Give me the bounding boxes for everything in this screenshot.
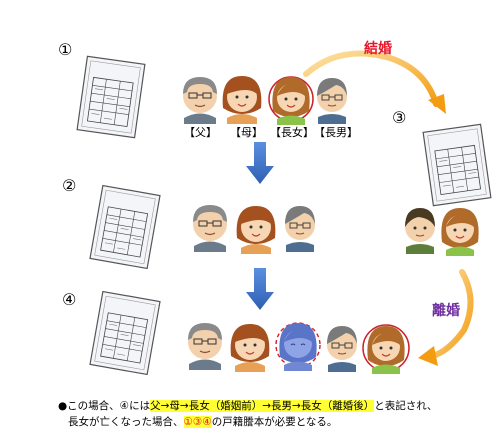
divorce-arrowhead-icon — [418, 346, 438, 366]
marriage-label: 結婚 — [364, 41, 392, 57]
marriage-arrowhead-icon — [428, 94, 446, 114]
koseki-document-4-icon — [89, 290, 161, 376]
eldest-daughter-icon — [271, 76, 311, 126]
arrow-down-1-icon — [246, 142, 274, 184]
father-row2-icon — [192, 204, 228, 253]
deceased-highlight — [275, 322, 321, 368]
eldest-daughter-before-marriage-icon — [278, 322, 318, 372]
marriage-arrow-icon — [303, 50, 439, 107]
step-4-number: ④ — [62, 290, 77, 309]
caption-sequence-highlight: 父→母→長女（婚姻前）→長男→長女（離婚後） — [150, 400, 375, 412]
husband-icon — [404, 207, 436, 255]
arrow-down-2-icon — [246, 268, 274, 310]
koseki-document-1-icon — [76, 55, 146, 139]
daughter-married-icon — [440, 207, 480, 257]
mother-icon — [222, 75, 262, 125]
label-eldest-daughter: 【長女】 — [270, 126, 314, 139]
caption: ●この場合、④には父→母→長女（婚姻前）→長男→長女（離婚後）と表記され、 長女… — [58, 398, 498, 430]
caption-line2-prefix: 長女が亡くなった場合、 — [68, 416, 184, 428]
divorce-label: 離婚 — [432, 303, 460, 319]
caption-line2-suffix: の戸籍謄本が必要となる。 — [211, 416, 338, 428]
caption-numbers-highlight: ①③④ — [183, 416, 212, 428]
koseki-document-3-icon — [422, 123, 492, 207]
divorce-arrow-icon — [429, 269, 474, 359]
father-row4-icon — [187, 322, 223, 371]
label-eldest-son: 【長男】 — [314, 126, 358, 139]
step-3-number: ③ — [392, 108, 407, 127]
father-icon — [182, 76, 218, 125]
mother-row4-icon — [230, 323, 270, 373]
eldest-son-icon — [316, 77, 348, 125]
step-2-number: ② — [62, 176, 77, 195]
mother-row2-icon — [236, 205, 276, 255]
koseki-document-2-icon — [89, 184, 161, 270]
label-father: 【父】 — [184, 126, 217, 139]
caption-prefix: この場合、④には — [67, 400, 151, 412]
eldest-son-row2-icon — [284, 205, 316, 253]
caption-suffix-line1: と表記され、 — [374, 400, 438, 412]
eldest-son-row4-icon — [326, 325, 358, 373]
caption-bullet: ● — [58, 400, 68, 412]
label-mother: 【母】 — [230, 126, 263, 139]
step-1-number: ① — [58, 40, 73, 59]
